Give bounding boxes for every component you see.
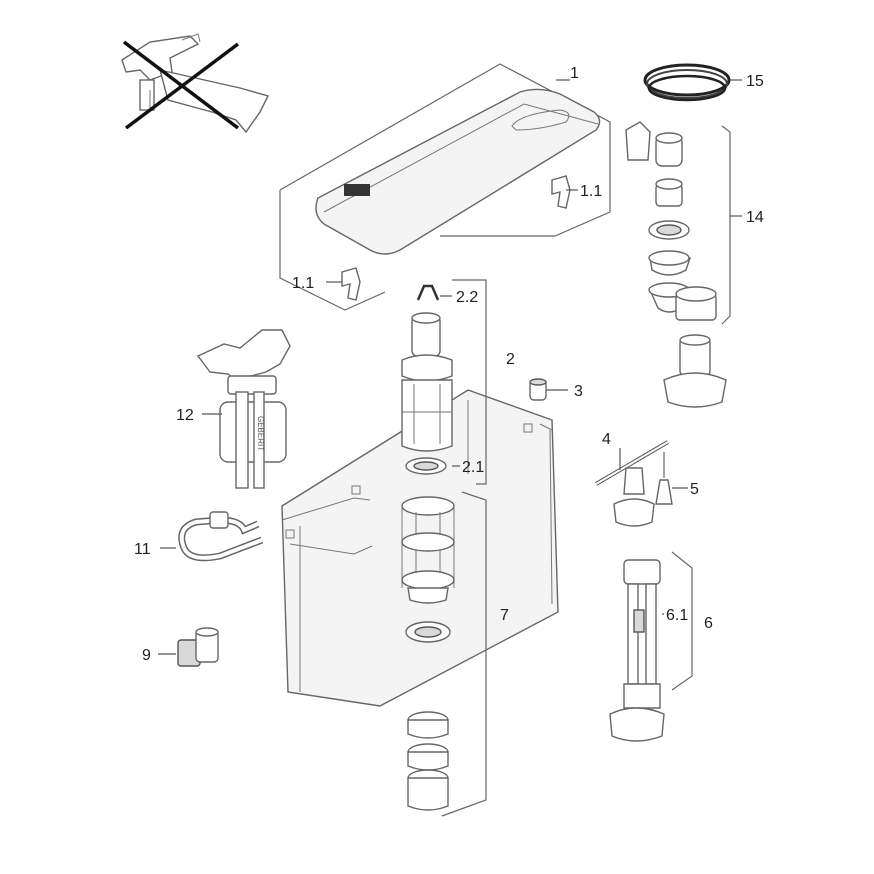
label-2-1: 2.1: [462, 459, 484, 476]
cover-group-bracket: [279, 63, 611, 311]
fitting-part-3: [529, 378, 547, 401]
label-2: 2: [506, 351, 515, 368]
label-1: 1: [570, 65, 579, 82]
cistern-cover-part-1: [315, 88, 601, 255]
brand-mark: GEBERIT: [256, 416, 265, 451]
label-12: 12: [176, 407, 194, 424]
label-9: 9: [142, 647, 151, 664]
component-set-part-14: [625, 121, 717, 321]
label-7: 7: [500, 607, 509, 624]
seal-ring-part-15: [643, 63, 731, 102]
clip-part-2-2: [416, 284, 440, 301]
label-1-1-left: 1.1: [292, 275, 314, 292]
pull-handle-part-5: [655, 452, 673, 505]
obsolete-valve-crossed-out: [121, 33, 270, 134]
label-5: 5: [690, 481, 699, 498]
label-14: 14: [746, 209, 764, 226]
part-14-bracket: [721, 125, 731, 325]
part-7-bracket: [441, 491, 487, 817]
clip-part-1-1-left: [341, 267, 361, 301]
actuator-base-part-4-5: [613, 467, 655, 527]
label-6: 6: [704, 615, 713, 632]
label-6-1: 6.1: [666, 607, 688, 624]
lever-part-4: [594, 440, 670, 486]
label-11: 11: [134, 541, 151, 558]
leader-lines: [158, 79, 742, 655]
label-1-1-right: 1.1: [580, 183, 602, 200]
part-2-bracket: [452, 279, 487, 485]
flush-valve-part-2: [401, 312, 453, 475]
actuator-part-6: [609, 559, 665, 742]
hose-part-11: [178, 511, 264, 562]
label-15: 15: [746, 73, 764, 90]
clip-part-1-1-right: [551, 175, 571, 209]
part-6-bracket: [671, 551, 693, 691]
connector-part-9: [177, 627, 219, 667]
part-labels: 1 1.1 1.1 2.2 2 3 2.1 4 5 6.1 6 7 9 11 1…: [134, 65, 764, 664]
label-4: 4: [602, 431, 611, 448]
label-3: 3: [574, 383, 583, 400]
outlet-base-upper: [663, 334, 727, 408]
overflow-cage-part-7: [401, 496, 455, 811]
label-2-2: 2.2: [456, 289, 478, 306]
fill-valve-part-12: GEBERIT: [196, 329, 291, 489]
